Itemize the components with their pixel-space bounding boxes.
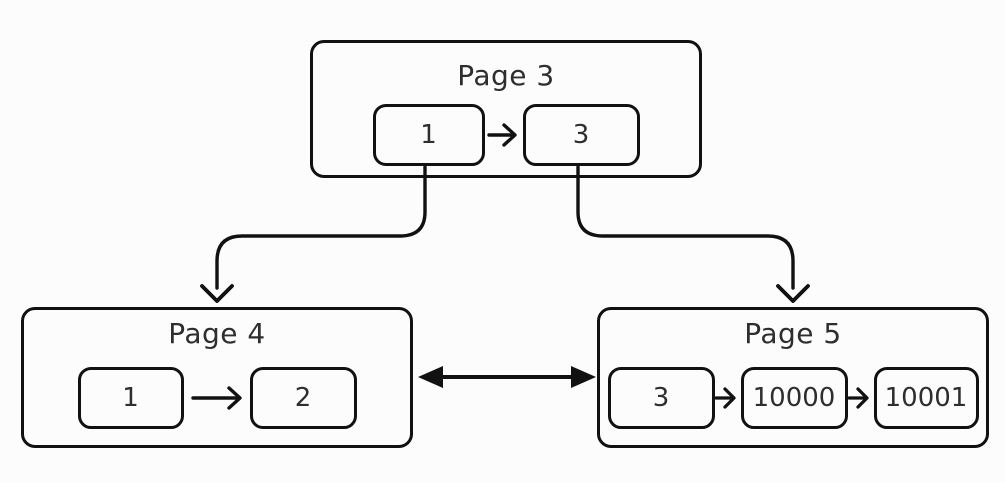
- page-4-cell-row: 1 2: [24, 367, 410, 429]
- page-4-cell-1: 1: [77, 367, 184, 429]
- page-5-cell-3: 10001: [873, 367, 979, 429]
- page-3-cell-2: 3: [522, 104, 640, 166]
- page-3-cell-1: 1: [372, 104, 485, 166]
- arrow-right-icon: [847, 387, 869, 409]
- page-4-title: Page 4: [168, 317, 266, 350]
- page-5-cell-1: 3: [607, 367, 715, 429]
- page-5-cell-2: 10000: [740, 367, 848, 429]
- arrow-right-icon: [486, 123, 517, 147]
- page-5-title: Page 5: [744, 317, 842, 350]
- page-3-box: Page 3 1 3: [310, 40, 702, 178]
- page-4-cell-2: 2: [249, 367, 357, 429]
- arrow-head-down-icon: [776, 284, 810, 303]
- page-4-box: Page 4 1 2: [21, 307, 413, 448]
- page3-cell3-to-page5-connector-arrow: [576, 165, 810, 303]
- arrow-right-icon: [190, 386, 242, 410]
- page-5-cell-row: 3 10000 10001: [600, 367, 986, 429]
- page3-cell1-to-page4-connector-arrow: [200, 165, 427, 303]
- page-3-cell-row: 1 3: [313, 104, 699, 166]
- page-3-title: Page 3: [457, 59, 555, 92]
- page4-page5-double-arrow-icon: [418, 366, 596, 388]
- arrow-right-icon: [714, 387, 736, 409]
- page-5-box: Page 5 3 10000 10001: [597, 307, 989, 448]
- arrow-head-down-icon: [200, 284, 234, 303]
